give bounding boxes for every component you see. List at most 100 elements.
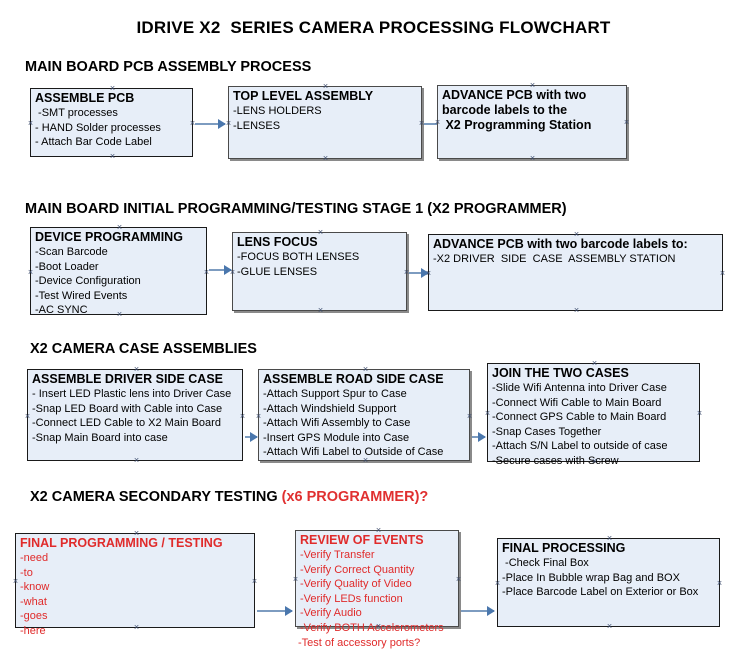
box-line: -Verify Transfer (300, 549, 375, 561)
box-line: -Connect Wifi Cable to Main Board (492, 396, 662, 409)
box-assemble-driver-side-case[interactable]: ASSEMBLE DRIVER SIDE CASE - Insert LED P… (27, 369, 243, 461)
resize-handle-right[interactable] (455, 576, 462, 583)
box-advance-pcb-programming-station[interactable]: ADVANCE PCB with two barcode labels to t… (437, 85, 627, 159)
box-line: -Check Final Box (502, 557, 589, 569)
box-final-programming-testing[interactable]: FINAL PROGRAMMING / TESTING -need -to -k… (12, 533, 258, 637)
box-line: -here (20, 624, 46, 637)
resize-handle-left[interactable] (494, 580, 501, 587)
box-advance-pcb-driver-side-station[interactable]: ADVANCE PCB with two barcode labels to: … (428, 234, 723, 311)
box-review-of-events[interactable]: REVIEW OF EVENTS -Verify Transfer -Verif… (292, 530, 462, 649)
connector-road-case-to-join-cases (472, 432, 486, 442)
connector-lens-focus-to-advance (409, 268, 429, 278)
box-title: TOP LEVEL ASSEMBLY (233, 89, 374, 103)
resize-handle-bottom[interactable] (606, 623, 613, 630)
box-line: -Snap Main Board into case (32, 431, 168, 444)
box-line-overflow: -Test of accessory ports? (298, 636, 421, 649)
resize-handle-left[interactable] (484, 410, 491, 417)
box-line: -to (20, 566, 33, 579)
box-line: X2 Programming Station (442, 118, 592, 132)
box-line: -Attach S/N Label to outside of case (492, 440, 668, 453)
resize-handle-left[interactable] (225, 120, 232, 127)
resize-handle-bottom[interactable] (317, 307, 324, 314)
box-line: -Verify LEDs function (300, 592, 403, 605)
connector-driver-case-to-road-case (245, 432, 258, 442)
section-heading-4: X2 CAMERA SECONDARY TESTING (x6 PROGRAMM… (30, 489, 428, 505)
box-line: -what (20, 595, 47, 608)
box-line: -Attach Support Spur to Case (263, 388, 407, 400)
box-title: ASSEMBLE PCB (35, 91, 135, 105)
box-line: -SMT processes (35, 107, 118, 119)
box-line: -Snap LED Board with Cable into Case (32, 402, 223, 415)
box-line: -Device Configuration (35, 275, 141, 288)
box-line: -need (20, 552, 49, 564)
box-line: -Verify Audio (300, 607, 362, 620)
resize-handle-right[interactable] (239, 413, 246, 420)
box-line: -Place In Bubble wrap Bag and BOX (502, 571, 680, 584)
connector-device-to-lens-focus (209, 265, 232, 275)
box-line: -Slide Wifi Antenna into Driver Case (492, 382, 667, 394)
box-line: - Insert LED Plastic lens into Driver Ca… (32, 388, 232, 400)
box-join-the-two-cases[interactable]: JOIN THE TWO CASES -Slide Wifi Antenna i… (484, 363, 703, 467)
box-line: -Secure cases with Screw (492, 454, 619, 467)
box-line: -LENSES (233, 119, 281, 132)
resize-handle-left[interactable] (292, 576, 299, 583)
section-heading-4-text: X2 CAMERA SECONDARY TESTING (30, 489, 282, 505)
box-line: -Scan Barcode (35, 246, 108, 258)
resize-handle-bottom[interactable] (529, 155, 536, 162)
box-top-level-assembly[interactable]: TOP LEVEL ASSEMBLY -LENS HOLDERS -LENSES (228, 86, 422, 159)
box-line: - HAND Solder processes (35, 121, 161, 134)
box-title: LENS FOCUS (237, 235, 318, 249)
box-assemble-road-side-case[interactable]: ASSEMBLE ROAD SIDE CASE -Attach Support … (258, 369, 470, 461)
box-line: -Verify Correct Quantity (300, 563, 415, 576)
box-line: -AC SYNC (35, 304, 88, 317)
resize-handle-left[interactable] (255, 413, 262, 420)
box-device-programming[interactable]: DEVICE PROGRAMMING -Scan Barcode -Boot L… (27, 227, 207, 317)
resize-handle-right[interactable] (719, 270, 726, 277)
resize-handle-bottom[interactable] (133, 457, 140, 464)
resize-handle-right[interactable] (716, 580, 723, 587)
connector-review-to-final-processing (461, 606, 495, 616)
resize-handle-left[interactable] (12, 578, 19, 585)
box-assemble-pcb[interactable]: ASSEMBLE PCB -SMT processes - HAND Solde… (30, 88, 193, 157)
connector-pcb-to-top-level (195, 119, 226, 129)
box-line: -Verify Quality of Video (300, 578, 412, 591)
resize-handle-left[interactable] (27, 269, 34, 276)
section-heading-4-accent: (x6 PROGRAMMER)? (281, 489, 429, 505)
box-line: - Attach Bar Code Label (35, 136, 152, 149)
resize-handle-bottom[interactable] (322, 155, 329, 162)
box-line: -LENS HOLDERS (233, 105, 322, 117)
resize-handle-right[interactable] (623, 119, 630, 126)
box-title: ADVANCE PCB with two (442, 88, 587, 102)
box-final-processing[interactable]: FINAL PROCESSING -Check Final Box -Place… (497, 538, 720, 627)
box-lens-focus[interactable]: LENS FOCUS -FOCUS BOTH LENSES -GLUE LENS… (232, 232, 407, 311)
box-title: REVIEW OF EVENTS (300, 533, 424, 547)
resize-handle-bottom[interactable] (573, 307, 580, 314)
resize-handle-right[interactable] (466, 413, 473, 420)
box-title: ASSEMBLE DRIVER SIDE CASE (32, 372, 224, 386)
box-line: -Test Wired Events (35, 289, 128, 302)
box-line: -GLUE LENSES (237, 265, 318, 278)
box-line: -Attach Wifi Assembly to Case (263, 417, 411, 430)
box-line: -goes (20, 610, 48, 623)
resize-handle-right[interactable] (251, 578, 258, 585)
resize-handle-left[interactable] (24, 413, 31, 420)
section-heading-3: X2 CAMERA CASE ASSEMBLIES (30, 341, 257, 357)
box-line: -Attach Wifi Label to Outside of Case (263, 446, 444, 459)
resize-handle-bottom[interactable] (109, 153, 116, 160)
box-title: ADVANCE PCB with two barcode labels to: (433, 237, 688, 251)
box-line: -Verify BOTH Accelerometers (300, 621, 444, 634)
resize-handle-right[interactable] (696, 410, 703, 417)
resize-handle-left[interactable] (27, 120, 34, 127)
box-title: DEVICE PROGRAMMING (35, 230, 183, 244)
box-line: -FOCUS BOTH LENSES (237, 251, 360, 263)
box-title: JOIN THE TWO CASES (492, 366, 629, 380)
connector-final-prog-to-review (257, 606, 293, 616)
section-heading-1: MAIN BOARD PCB ASSEMBLY PROCESS (25, 59, 312, 75)
box-line: barcode labels to the (442, 103, 568, 117)
section-heading-2: MAIN BOARD INITIAL PROGRAMMING/TESTING S… (25, 201, 567, 217)
box-title: FINAL PROGRAMMING / TESTING (20, 536, 223, 550)
box-line: -Attach Windshield Support (263, 402, 397, 415)
box-line: -X2 DRIVER SIDE CASE ASSEMBLY STATION (433, 253, 676, 265)
box-line: -know (20, 581, 50, 594)
